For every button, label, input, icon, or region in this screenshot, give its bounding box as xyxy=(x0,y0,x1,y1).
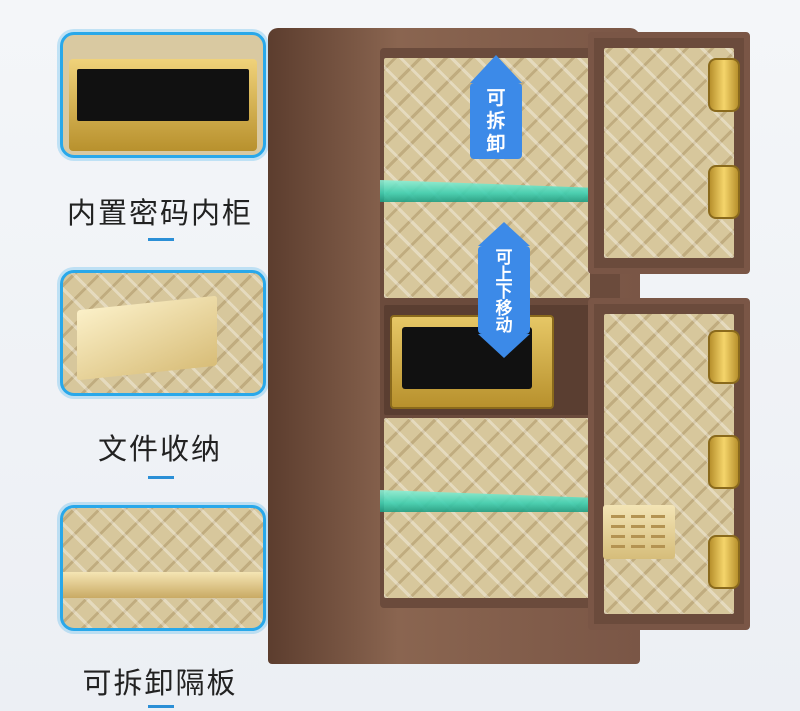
file-holder-icon xyxy=(77,295,217,381)
door-hinge xyxy=(708,330,740,384)
feature-divider xyxy=(148,238,174,241)
arrow-up-icon xyxy=(470,55,522,83)
door-hinge xyxy=(708,535,740,589)
keypad-screen xyxy=(77,69,249,121)
door-hinge xyxy=(708,165,740,219)
door-hinge xyxy=(708,435,740,489)
feature-divider xyxy=(148,705,174,708)
callout-removable: 可拆卸 xyxy=(470,83,522,159)
door-hinge xyxy=(708,58,740,112)
feature-label-shelf: 可拆卸隔板 xyxy=(82,666,238,700)
callout-removable-text: 可拆卸 xyxy=(486,87,506,155)
arrow-up-icon xyxy=(478,222,530,246)
callout-movable-text: 可上下移动 xyxy=(495,248,513,336)
door-file-holder xyxy=(603,505,675,559)
feature-card-file-holder xyxy=(60,270,266,396)
shelf-icon xyxy=(63,572,263,598)
feature-label-inner-safe: 内置密码内柜 xyxy=(66,196,253,230)
feature-card-inner-safe xyxy=(60,32,266,158)
feature-label-file-holder: 文件收纳 xyxy=(97,432,222,466)
feature-card-shelf xyxy=(60,505,266,631)
callout-movable: 可上下移动 xyxy=(478,246,530,336)
feature-divider xyxy=(148,476,174,479)
arrow-down-icon xyxy=(478,334,530,358)
